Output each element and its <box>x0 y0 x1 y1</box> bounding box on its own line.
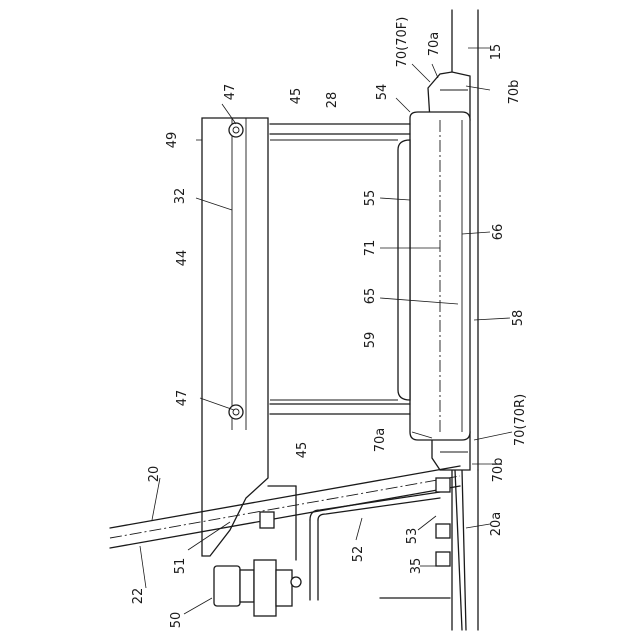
label-54: 54 <box>375 84 390 101</box>
label-47-bottom: 47 <box>175 390 190 407</box>
label-15: 15 <box>489 44 504 61</box>
label-45-top: 45 <box>289 88 304 105</box>
label-35: 35 <box>409 558 424 575</box>
bolt-53 <box>436 478 450 538</box>
frame-28 <box>270 140 398 400</box>
label-70r: 70(70R) <box>513 394 528 446</box>
label-70b-bottom: 70b <box>491 458 506 483</box>
label-28: 28 <box>325 92 340 109</box>
label-65: 65 <box>363 288 378 305</box>
label-49: 49 <box>165 132 180 149</box>
bolt-47-top <box>229 123 243 137</box>
pad-59 <box>398 140 410 400</box>
label-70a-bottom: 70a <box>373 428 388 453</box>
label-20a: 20a <box>489 512 504 537</box>
label-22: 22 <box>131 588 146 605</box>
label-44: 44 <box>175 250 190 267</box>
support-52 <box>310 492 450 600</box>
rail-20a <box>455 470 466 630</box>
label-55: 55 <box>363 190 378 207</box>
bolt-47-bottom <box>229 405 243 419</box>
label-20: 20 <box>147 466 162 483</box>
rods-45 <box>270 124 410 414</box>
label-59: 59 <box>363 332 378 349</box>
cover-plate-58 <box>410 112 470 440</box>
label-71: 71 <box>363 240 378 257</box>
label-53: 53 <box>405 528 420 545</box>
label-51: 51 <box>173 558 188 575</box>
bracket-49 <box>202 118 268 556</box>
label-66: 66 <box>491 224 506 241</box>
label-58: 58 <box>511 310 526 327</box>
bracket-51 <box>260 486 296 560</box>
bolt-35 <box>436 552 450 566</box>
label-50: 50 <box>169 612 184 629</box>
label-52: 52 <box>351 546 366 563</box>
label-45-bottom: 45 <box>295 442 310 459</box>
label-32: 32 <box>173 188 188 205</box>
label-47-top: 47 <box>223 84 238 101</box>
label-70b-top: 70b <box>507 80 522 105</box>
label-70a-top: 70a <box>427 32 442 57</box>
label-70f: 70(70F) <box>395 17 410 68</box>
actuator-50 <box>214 560 301 616</box>
